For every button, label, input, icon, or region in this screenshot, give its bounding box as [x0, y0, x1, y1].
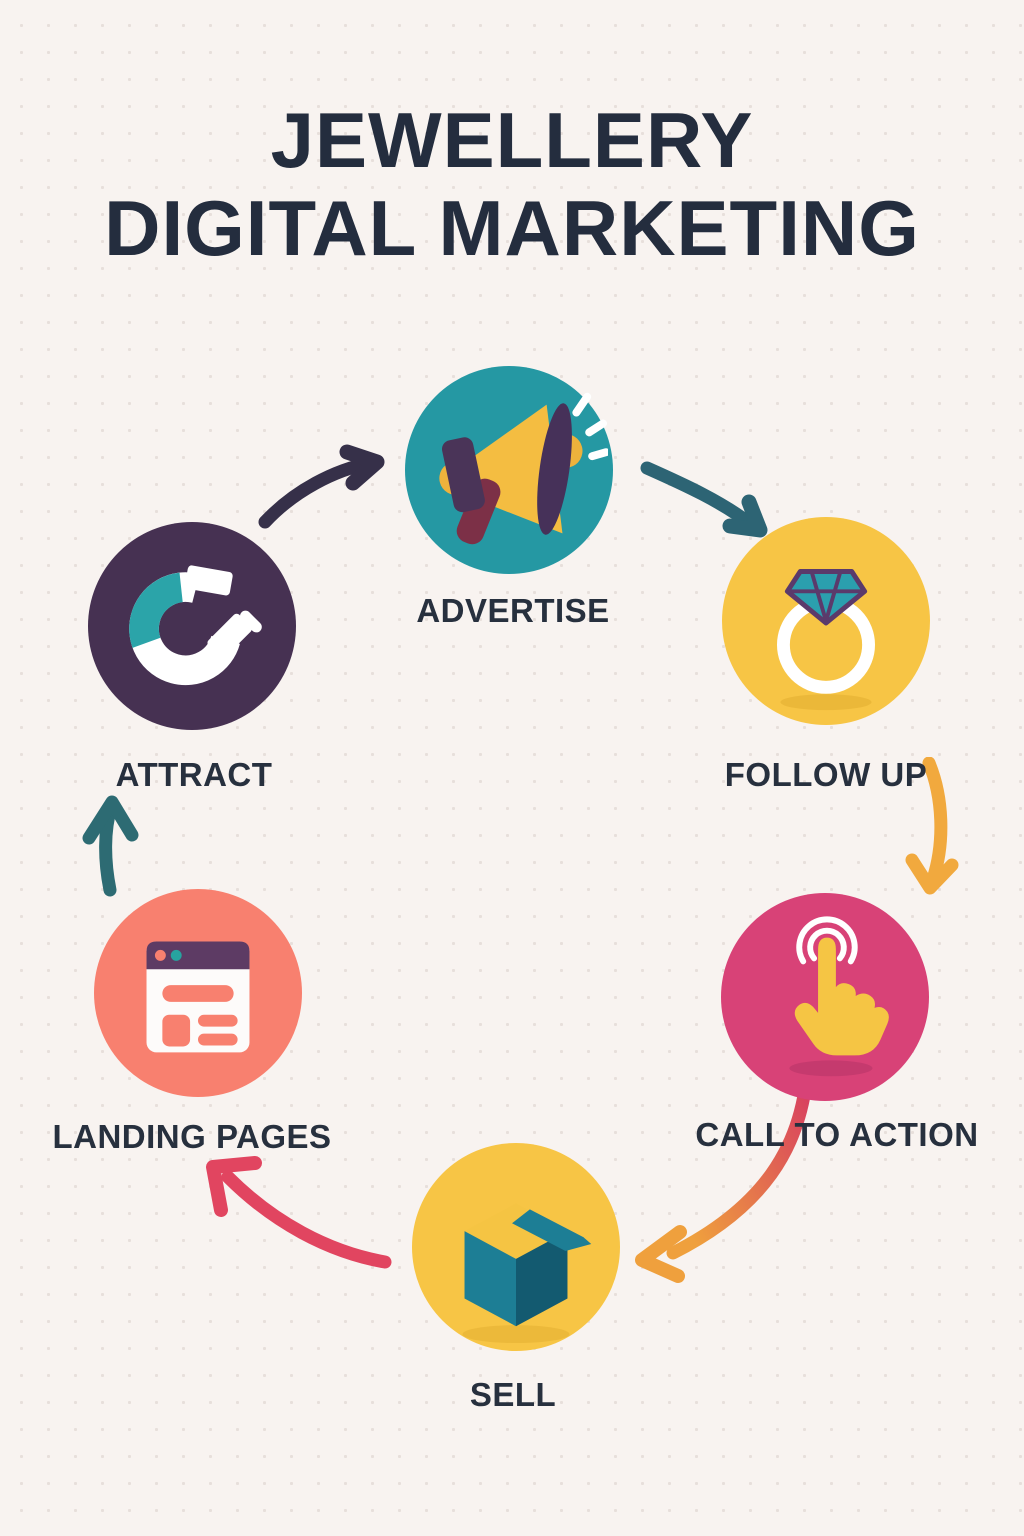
- page-title: JEWELLERY DIGITAL MARKETING: [0, 96, 1024, 272]
- title-line1: JEWELLERY: [270, 96, 754, 184]
- landing-pages-label: LANDING PAGES: [52, 1118, 332, 1155]
- megaphone-icon: [439, 392, 608, 545]
- arrow-landing-pages-to-attract: [82, 795, 139, 897]
- arrow-follow-up-to-call-to-action: [905, 757, 959, 895]
- follow-up-label: FOLLOW UP: [724, 756, 928, 793]
- attract-label: ATTRACT: [115, 756, 273, 793]
- node-sell: [412, 1143, 620, 1351]
- node-advertise: [405, 366, 613, 574]
- magnet-icon: [129, 565, 262, 686]
- browser-window-icon: [146, 941, 250, 1053]
- arrow-call-to-action-to-sell: [635, 1085, 812, 1283]
- arrow-attract-to-advertise: [258, 444, 385, 529]
- landing-pages-circle: [94, 889, 302, 1097]
- open-box-icon: [462, 1203, 592, 1344]
- advertise-label: ADVERTISE: [416, 592, 610, 629]
- diamond-ring-icon: [776, 569, 876, 711]
- node-follow-up: [722, 517, 930, 725]
- arrow-advertise-to-follow-up: [640, 461, 768, 538]
- follow-up-circle: [722, 517, 930, 725]
- node-landing-pages: [94, 889, 302, 1097]
- sell-label: SELL: [469, 1376, 557, 1413]
- advertise-circle: [405, 366, 613, 574]
- call-to-action-label: CALL TO ACTION: [695, 1116, 979, 1153]
- click-hand-icon: [789, 916, 889, 1077]
- call-to-action-circle: [721, 893, 929, 1101]
- node-call-to-action: [721, 893, 929, 1101]
- attract-circle: [88, 522, 296, 730]
- sell-circle: [412, 1143, 620, 1351]
- title-line2: DIGITAL MARKETING: [104, 184, 920, 272]
- node-attract: [88, 522, 296, 730]
- arrow-sell-to-landing-pages: [206, 1156, 392, 1269]
